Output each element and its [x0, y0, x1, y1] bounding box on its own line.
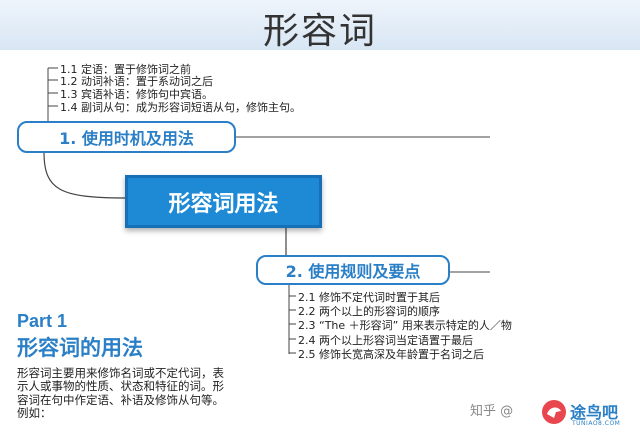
branch1-node: 1. 使用时机及用法	[17, 121, 236, 153]
header-band	[0, 0, 640, 50]
branch1-item: 1.1 定语：置于修饰词之前	[60, 63, 191, 76]
branch2-item: 2.5 修饰长宽高深及年龄置于名词之后	[298, 348, 484, 361]
branch2-item: 2.2 两个以上的形容词的顺序	[298, 305, 440, 318]
part-subheading: 形容词的用法	[17, 336, 143, 360]
branch2-item: 2.4 两个以上形容词当定语置于最后	[298, 334, 473, 347]
branch1-item: 1.4 副词从句：成为形容词短语从句，修饰主句。	[60, 101, 301, 114]
part-heading: Part 1	[17, 311, 68, 331]
logo-name: 途鸟吧	[570, 403, 619, 422]
bird-logo-icon	[542, 400, 566, 424]
branch1-item: 1.2 动词补语：置于系动词之后	[60, 75, 213, 88]
zhihu-watermark: 知乎 @	[470, 404, 514, 419]
branch2-node: 2. 使用规则及要点	[256, 255, 450, 285]
branch2-item: 2.1 修饰不定代词时置于其后	[298, 291, 440, 304]
central-node: 形容词用法	[125, 175, 322, 228]
logo-url: TUNIAO8.COM	[572, 420, 621, 427]
branch1-item: 1.3 宾语补语：修饰句中宾语。	[60, 88, 213, 101]
page-title: 形容词	[262, 11, 377, 52]
part-description: 形容词主要用来修饰名词或不定代词，表示人或事物的性质、状态和特征的词。形容词在句…	[17, 366, 224, 421]
branch2-item: 2.3 “The ＋形容词” 用来表示特定的人／物	[298, 319, 512, 332]
